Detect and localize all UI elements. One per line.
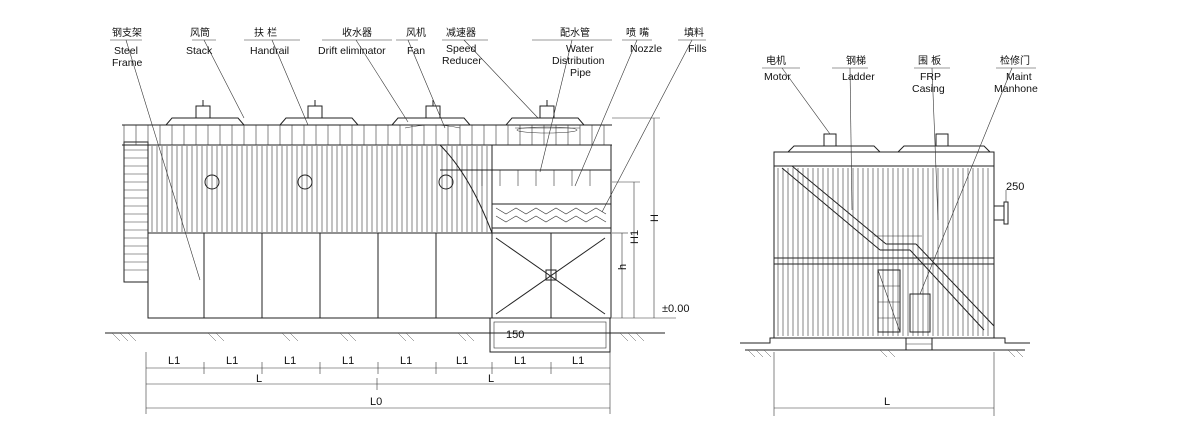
callout-en: Ladder	[842, 71, 875, 83]
callout-cn: 风筒	[190, 26, 210, 39]
motor-2	[935, 133, 949, 147]
callout-en: Water	[566, 43, 594, 55]
access-port-2	[297, 174, 313, 190]
dim-elevation: ±0.00	[662, 303, 689, 315]
callout-cn: 风机	[406, 26, 426, 39]
side-casing-corrugation	[777, 168, 989, 336]
ground-hatch-front	[111, 332, 645, 342]
callout-en: Handrail	[250, 45, 289, 57]
callout-cn: 电机	[766, 54, 786, 67]
callout-en: Stack	[186, 45, 213, 57]
inlet-pipe	[993, 205, 1005, 221]
access-port-1	[204, 174, 220, 190]
callout-en: Reducer	[442, 55, 482, 67]
callout-leaders-side	[762, 67, 1036, 295]
access-port-3	[438, 174, 454, 190]
callout-en: Maint	[1006, 71, 1032, 83]
callouts-side: 电机 Motor 钢梯 Ladder 围 板 FRP Casing 检修门 Ma…	[764, 54, 1038, 95]
callout-en: Pipe	[570, 67, 591, 79]
side-view: 250 L 电机 Motor 钢梯 Ladder 围 板 FRP Casing …	[740, 54, 1038, 416]
dim-L1: L1	[572, 355, 584, 367]
callout-en: Motor	[764, 71, 791, 83]
dim-L-left: L	[256, 373, 262, 385]
dim-L1: L1	[400, 355, 412, 367]
callout-en: Manhone	[994, 83, 1038, 95]
callout-leaders-front	[110, 39, 706, 281]
callout-cn: 钢支架	[112, 26, 142, 39]
fan-stack-1	[165, 100, 245, 126]
fan-stack-3	[391, 100, 471, 129]
callout-en: Drift eliminator	[318, 45, 386, 57]
callout-en: Fan	[407, 45, 425, 57]
callout-en: Steel	[114, 45, 138, 57]
callout-en: Casing	[912, 83, 945, 95]
callout-cn: 收水器	[342, 26, 372, 39]
callout-en: FRP	[920, 71, 941, 83]
dim-L0: L0	[370, 396, 382, 408]
fan-stack-4	[505, 100, 585, 134]
callout-cn: 检修门	[1000, 54, 1030, 67]
dim-L1: L1	[514, 355, 526, 367]
callout-cn: 扶 栏	[254, 26, 277, 39]
dim-gap: 150	[506, 329, 524, 341]
callout-en: Distribution	[552, 55, 605, 67]
ladder-rungs-front	[124, 149, 148, 271]
fan-stack-2	[279, 100, 359, 126]
dim-L1: L1	[342, 355, 354, 367]
fills-pattern	[495, 207, 607, 223]
callout-en: Speed	[446, 43, 477, 55]
dim-pipe: 250	[1006, 181, 1024, 193]
dim-H: H	[649, 214, 661, 222]
frame-columns	[203, 233, 552, 318]
dim-L1: L1	[168, 355, 180, 367]
callout-cn: 配水管	[560, 26, 590, 39]
dim-side-width: L	[884, 396, 890, 408]
callout-cn: 钢梯	[846, 54, 866, 67]
dim-L1: L1	[226, 355, 238, 367]
motor-1	[823, 133, 837, 147]
vertical-dimensions	[612, 117, 676, 319]
callout-cn: 喷 嘴	[626, 27, 649, 39]
callout-cn: 填料	[684, 26, 704, 39]
casing-corrugation	[151, 146, 488, 232]
handrail-posts	[123, 125, 605, 145]
outer-staircase	[781, 165, 995, 331]
front-view: 钢支架 Steel Frame 风筒 Stack 扶 栏 Handrail 收水…	[105, 26, 707, 414]
ground-hatch-side	[747, 349, 1024, 358]
callout-cn: 减速器	[446, 27, 476, 39]
callout-cn: 围 板	[918, 54, 941, 67]
dim-h: h	[617, 264, 629, 270]
callouts-front: 钢支架 Steel Frame 风筒 Stack 扶 栏 Handrail 收水…	[112, 26, 707, 79]
dim-H1: H1	[629, 230, 641, 244]
dim-L1: L1	[456, 355, 468, 367]
nozzles	[481, 170, 591, 186]
callout-en: Fills	[688, 43, 707, 55]
callout-en: Frame	[112, 57, 142, 69]
bay-labels: L1 L1 L1 L1 L1 L1 L1 L1	[168, 355, 584, 367]
callout-en: Nozzle	[630, 43, 662, 55]
dim-L-right: L	[488, 373, 494, 385]
dim-L1: L1	[284, 355, 296, 367]
horizontal-dimensions	[145, 352, 611, 414]
